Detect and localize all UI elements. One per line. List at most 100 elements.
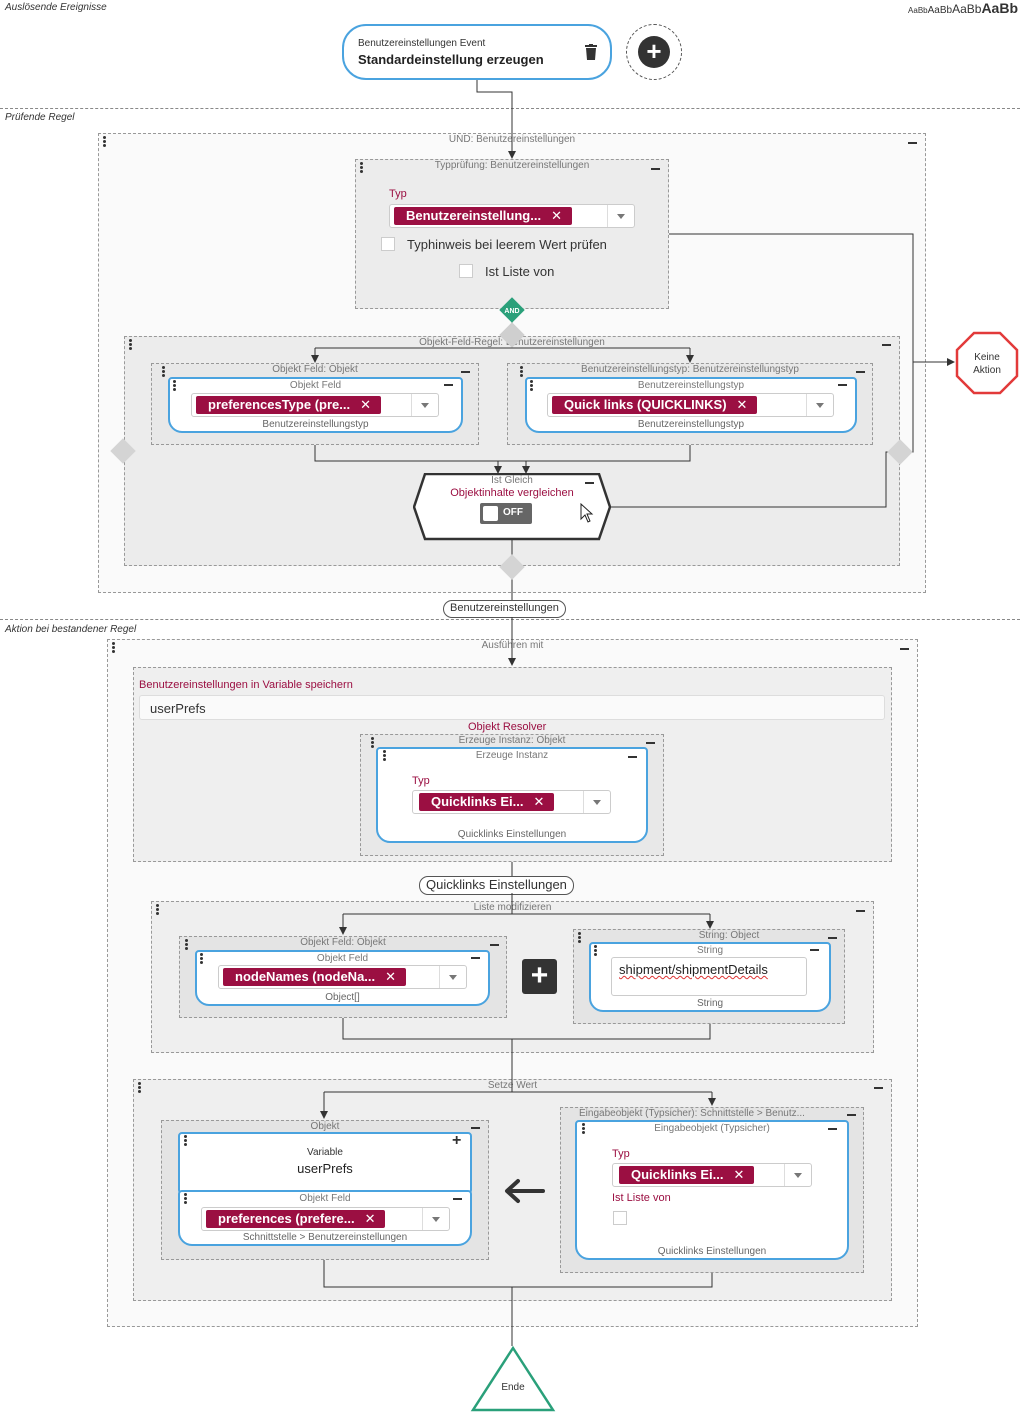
typ-select[interactable]: Benutzereinstellung... ✕: [389, 204, 635, 228]
remove-icon[interactable]: ✕: [385, 969, 397, 984]
collapse-icon[interactable]: [856, 910, 865, 912]
input-typ-label: Typ: [612, 1148, 630, 1160]
typecheck-title: Typprüfung: Benutzereinstellungen: [434, 160, 590, 171]
chevron-down-icon[interactable]: [583, 791, 610, 813]
stop-line-2: Aktion: [973, 365, 1001, 376]
remove-icon[interactable]: ✕: [533, 794, 545, 809]
input-typ-chip[interactable]: Quicklinks Ei...✕: [619, 1166, 755, 1184]
remove-icon[interactable]: ✕: [364, 1211, 376, 1226]
chevron-down-icon[interactable]: [607, 205, 634, 227]
chevron-down-icon[interactable]: [806, 394, 833, 416]
variable-card[interactable]: Variable userPrefs: [178, 1132, 472, 1194]
plus-icon[interactable]: +: [452, 1132, 462, 1149]
collapse-icon[interactable]: [628, 756, 637, 758]
typhint-checkbox[interactable]: [381, 237, 395, 251]
trash-icon[interactable]: [584, 44, 598, 61]
collapse-icon[interactable]: [453, 1198, 462, 1200]
create-instance-foot: Quicklinks Einstellungen: [457, 829, 567, 840]
typ-chip[interactable]: Benutzereinstellung... ✕: [394, 207, 572, 225]
collapse-icon[interactable]: [838, 384, 847, 386]
listmod-left-select[interactable]: nodeNames (nodeNa...✕: [218, 965, 467, 989]
cursor-icon: [580, 503, 594, 523]
chip-label: Benutzereinstellung...: [406, 208, 542, 223]
collapse-icon[interactable]: [900, 648, 909, 650]
collapse-icon[interactable]: [847, 1114, 856, 1116]
create-typ-chip[interactable]: Quicklinks Ei... ✕: [419, 793, 555, 811]
input-object-card[interactable]: Eingabeobjekt (Typsicher) Quicklinks Ein…: [575, 1120, 849, 1260]
create-instance-title: Erzeuge Instanz: Objekt: [458, 735, 566, 746]
collapse-icon[interactable]: [810, 949, 819, 951]
chevron-down-icon[interactable]: [439, 966, 466, 988]
setvalue-left-title: Objekt: [310, 1121, 340, 1132]
variable-name-value: userPrefs: [150, 701, 206, 716]
objfield-left-select[interactable]: preferencesType (pre...✕: [191, 393, 439, 417]
stop-node[interactable]: [955, 331, 1019, 395]
equal-subtitle: Objektinhalte vergleichen: [450, 487, 574, 499]
objfield-left-inner-title: Objekt Feld: [289, 380, 342, 391]
input-list-label: Ist Liste von: [612, 1192, 671, 1204]
variable-name-input[interactable]: userPrefs: [139, 695, 885, 720]
font-size-m[interactable]: AaBb: [952, 2, 982, 16]
collapse-icon[interactable]: [856, 371, 865, 373]
collapse-icon[interactable]: [471, 1127, 480, 1129]
setvalue-field-foot: Schnittstelle > Benutzereinstellungen: [242, 1232, 408, 1243]
remove-icon[interactable]: ✕: [551, 208, 562, 223]
input-object-inner-title: Eingabeobjekt (Typsicher): [654, 1123, 770, 1134]
objfield-right-select[interactable]: Quick links (QUICKLINKS)✕: [547, 393, 834, 417]
listmod-right-title: String: Object: [698, 930, 760, 941]
chip-label: preferences (prefere...: [218, 1211, 355, 1226]
font-size-s[interactable]: AaBb: [927, 5, 953, 16]
collapse-icon[interactable]: [490, 944, 499, 946]
string-textarea[interactable]: shipment/shipmentDetails: [611, 957, 807, 996]
objfield-left-chip[interactable]: preferencesType (pre...✕: [196, 396, 381, 414]
collapse-icon[interactable]: [461, 371, 470, 373]
section-separator: [0, 619, 1020, 620]
remove-icon[interactable]: ✕: [736, 397, 748, 412]
input-typ-select[interactable]: Quicklinks Ei...✕: [612, 1163, 812, 1187]
add-event-slot[interactable]: +: [626, 24, 682, 80]
collapse-icon[interactable]: [828, 1128, 837, 1130]
chip-label: Quicklinks Ei...: [431, 794, 524, 809]
remove-icon[interactable]: ✕: [733, 1167, 745, 1182]
setvalue-field-select[interactable]: preferences (prefere... ✕: [201, 1207, 450, 1231]
chevron-down-icon[interactable]: [422, 1208, 449, 1230]
input-object-foot: Quicklinks Einstellungen: [657, 1246, 767, 1257]
section-separator: [0, 108, 1020, 109]
plus-icon[interactable]: +: [638, 36, 670, 68]
resolver-label: Objekt Resolver: [468, 721, 547, 733]
listmod-left-foot: Object[]: [325, 992, 360, 1003]
setvalue-field-chip[interactable]: preferences (prefere... ✕: [206, 1210, 386, 1228]
collapse-icon[interactable]: [651, 168, 660, 170]
list-checkbox[interactable]: [459, 264, 473, 278]
typecheck-box: Typprüfung: Benutzereinstellungen: [355, 159, 669, 309]
collapse-icon[interactable]: [874, 1087, 883, 1089]
list-label: Ist Liste von: [485, 264, 555, 279]
chevron-down-icon[interactable]: [784, 1164, 811, 1186]
listmod-right-foot: String: [696, 998, 724, 1009]
collapse-icon[interactable]: [471, 957, 480, 959]
collapse-icon[interactable]: [646, 742, 655, 744]
collapse-icon[interactable]: [882, 344, 891, 346]
listmod-left-chip[interactable]: nodeNames (nodeNa...✕: [223, 968, 407, 986]
collapse-icon[interactable]: [908, 142, 917, 144]
collapse-icon[interactable]: [444, 384, 453, 386]
chevron-down-icon[interactable]: [411, 394, 438, 416]
objfield-right-chip[interactable]: Quick links (QUICKLINKS)✕: [552, 396, 758, 414]
end-node[interactable]: [470, 1345, 556, 1413]
objfield-right-foot: Benutzereinstellungstyp: [637, 419, 745, 430]
typ-label: Typ: [389, 188, 407, 200]
action-output-pill: Quicklinks Einstellungen: [419, 876, 574, 895]
setvalue-field-title: Objekt Feld: [299, 1193, 351, 1204]
input-list-checkbox[interactable]: [613, 1211, 627, 1225]
collapse-icon[interactable]: [585, 482, 594, 484]
font-size-xs[interactable]: AaBb: [908, 6, 928, 15]
font-size-l[interactable]: AaBb: [981, 0, 1018, 16]
event-node[interactable]: Benutzereinstellungen Event Standardeins…: [342, 24, 612, 80]
create-typ-select[interactable]: Quicklinks Ei... ✕: [412, 790, 611, 814]
font-size-selector[interactable]: AaBbAaBbAaBbAaBb: [908, 0, 1018, 18]
remove-icon[interactable]: ✕: [360, 397, 371, 412]
collapse-icon[interactable]: [828, 937, 837, 939]
compare-toggle[interactable]: OFF: [480, 503, 532, 524]
add-list-item-button[interactable]: +: [522, 959, 557, 994]
section-label-check: Prüfende Regel: [5, 112, 75, 123]
